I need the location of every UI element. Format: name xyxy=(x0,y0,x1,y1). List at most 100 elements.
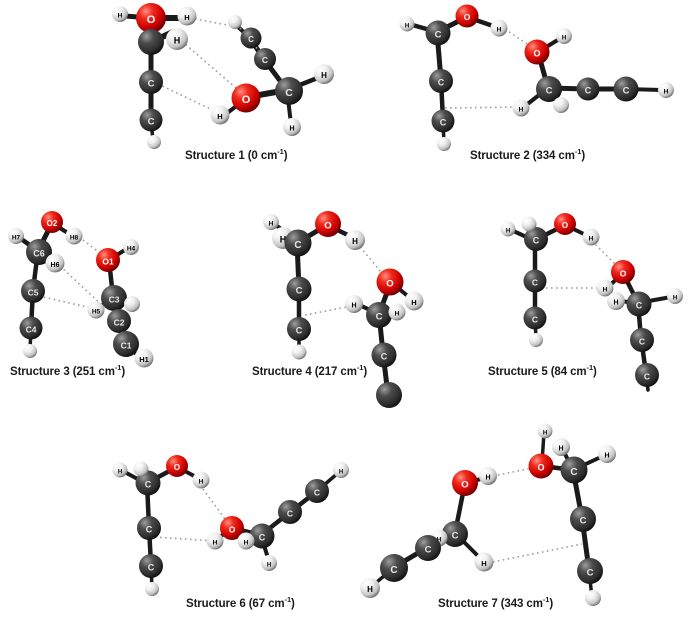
atom-label-h: H xyxy=(367,585,373,594)
atom-label-c: C xyxy=(570,467,577,478)
carbon-atom xyxy=(415,535,441,561)
hydrogen-atom xyxy=(582,228,600,246)
atom-label-c: C xyxy=(376,312,383,323)
atom-label-c: C xyxy=(546,86,553,97)
atom-label-h: H xyxy=(437,537,442,544)
atom-label-c: C xyxy=(296,326,303,336)
atom-label-h: H xyxy=(289,126,294,133)
hydrogen-atom xyxy=(210,105,230,125)
atom-label-c: C xyxy=(636,301,643,311)
oxygen-atom xyxy=(452,470,478,496)
atom-label-h: H xyxy=(411,298,416,307)
atom-label-c5: C5 xyxy=(28,288,39,298)
structure-3-caption-exponent: -1 xyxy=(114,363,122,373)
atom-label-c: C xyxy=(314,488,320,498)
hydrogen-atom xyxy=(23,344,37,358)
structure-7-caption: Structure 7 (343 cm-1) xyxy=(438,596,553,610)
oxygen-atom xyxy=(231,83,261,113)
structure-4-molecule: H H C O H C C O H C H xyxy=(263,211,424,408)
carbon-atom xyxy=(101,285,127,311)
structure-2-caption: Structure 2 (334 cm-1) xyxy=(470,148,585,162)
hydrogen-atom xyxy=(228,15,242,29)
carbon-atom xyxy=(113,331,139,357)
atom-label-c: C xyxy=(623,86,630,97)
oxygen-atom xyxy=(455,4,479,28)
hydrogen-atom xyxy=(404,291,424,311)
atom-label-h: H xyxy=(664,89,669,96)
atom-label-o: O xyxy=(533,49,540,59)
structure-2-molecule: H C O H C C O H C H xyxy=(399,4,674,151)
carbon-atom xyxy=(425,20,451,46)
atom-label-h8: H8 xyxy=(70,235,79,242)
atom-label-o: O xyxy=(537,463,544,473)
atom-label-c: C xyxy=(425,545,432,556)
atom-label-c: C xyxy=(435,30,442,41)
atom-label-c: C xyxy=(452,531,459,542)
structure-4-caption: Structure 4 (217 cm-1) xyxy=(252,363,367,378)
structure-6-caption: Structure 6 (67 cm-1) xyxy=(186,596,295,610)
atom-label-h: H xyxy=(604,453,609,460)
atom-label-c: C xyxy=(438,78,445,88)
hydrogen-atom xyxy=(133,461,149,477)
atom-label-o: O xyxy=(464,12,471,22)
atom-label-h: H xyxy=(603,287,608,294)
atom-label-h: H xyxy=(321,71,327,80)
structure-7-molecule: H O C H H C C O H C H xyxy=(360,423,616,606)
atom-label-o: O xyxy=(562,221,568,230)
atoms: H C O H C C O H C H xyxy=(500,213,683,387)
carbon-atom xyxy=(630,328,654,352)
atom-label-h: H xyxy=(352,237,358,246)
atom-label-h: H xyxy=(118,13,123,20)
hydrogen-atom xyxy=(147,135,161,149)
structure-5-caption: Structure 5 (84 cm-1) xyxy=(488,364,597,378)
atom-label-h: H xyxy=(267,563,271,569)
structure-2-diagram: H C O H C C O H C H xyxy=(395,2,680,151)
hydrogen-atom xyxy=(112,6,128,22)
atom-label-c: C xyxy=(440,118,447,128)
structure-1-caption: Structure 1 (0 cm-1) xyxy=(185,147,288,162)
atoms: H H C O H C C O H C H xyxy=(263,211,424,408)
atom-label-c: C xyxy=(145,480,152,490)
atom-label-c: C xyxy=(296,286,303,297)
structure-6-caption-text: Structure 6 (67 cm xyxy=(186,598,285,610)
carbon-atom xyxy=(19,316,43,340)
structure-4-caption-exponent: -1 xyxy=(356,363,364,373)
carbon-atom xyxy=(613,76,639,102)
structure-1-molecule: O H H H C C C C C H xyxy=(112,3,334,149)
atom-label-h: H xyxy=(351,303,356,310)
hydrogen-atom xyxy=(8,228,24,244)
structure-5-diagram: H C O H C C O H C H xyxy=(495,205,695,392)
carbon-atom xyxy=(21,279,45,303)
hydrogen-atom xyxy=(123,239,139,255)
hydrogen-atom xyxy=(598,445,616,463)
hydrogen-atom xyxy=(45,253,65,273)
hydrogen-atom xyxy=(479,467,497,485)
hydrogen-atom xyxy=(283,118,301,136)
structure-7-diagram: H O C H H C C O H C H xyxy=(360,418,670,606)
carbon-atom xyxy=(287,317,311,341)
atom-label-h: H xyxy=(174,36,181,46)
atom-label-c6: C6 xyxy=(33,249,45,259)
carbon-atom xyxy=(442,521,468,547)
carbon-atom xyxy=(523,269,547,293)
atom-label-c: C xyxy=(294,240,301,251)
hydrogen-atom xyxy=(263,214,279,230)
carbon-atom xyxy=(429,69,453,93)
carbon-atom xyxy=(376,382,402,408)
hydrogen-atom xyxy=(596,279,614,297)
atom-label-h7: H7 xyxy=(12,235,21,242)
carbon-atom xyxy=(366,302,392,328)
oxygen-atom xyxy=(528,453,554,479)
structure-3-caption-text: Structure 3 (251 cm xyxy=(10,366,115,378)
atom-label-h: H xyxy=(589,236,594,243)
carbon-atom xyxy=(560,456,588,484)
structure-1-caption-exponent: -1 xyxy=(277,147,284,157)
hydrogen-atom xyxy=(345,295,363,313)
structure-5-caption-text: Structure 5 (84 cm xyxy=(488,366,587,378)
atom-label-c: C xyxy=(285,87,293,99)
atom-label-o1: O1 xyxy=(102,257,114,267)
hydrogen-atom xyxy=(206,532,224,550)
hydrogen-atom xyxy=(124,296,140,312)
structure-6-diagram: H C O H C C O H C H xyxy=(105,445,360,596)
